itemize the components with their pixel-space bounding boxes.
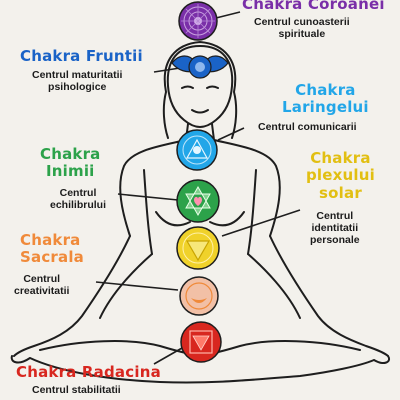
throat-description: Centrul comunicarii [258,121,357,133]
crown-chakra-icon [178,1,218,41]
heart-desc-line-1: Centrul [59,187,97,199]
third-eye-desc-line-1: Centrul maturitatii [32,69,123,81]
heart-title: Chakra Inimii [40,145,101,181]
heart-title-line-2: Inimii [46,162,95,181]
root-title: Chakra Radacina [16,363,161,381]
heart-description: Centrul echilibrului [50,187,106,211]
heart-desc-line-2: echilibrului [50,199,107,212]
sacral-title: Chakra Sacrala [20,231,85,267]
solar-title-line-2: plexului [306,166,375,185]
crown-title: Chakra Coroanei [242,0,385,13]
sacral-description: Centrul creativitatii [14,273,69,297]
torso-outline [119,139,281,255]
leader-root [153,347,183,365]
crown-desc-line-1: Centrul cunoasterii [254,16,350,28]
leader-solar [221,209,301,237]
solar-title-line-3: solar [319,183,362,202]
third-eye-description: Centrul maturitatii psihologice [32,69,122,93]
solar-desc-line-2: identitatii [311,222,359,235]
solar-description: Centrul identitatii personale [310,210,360,246]
leader-crown [215,11,241,19]
third-eye-chakra-icon [171,55,229,79]
throat-title-line-1: Chakra [295,81,356,99]
left-arm-outline [13,235,131,357]
leader-third-eye [153,67,181,73]
crown-description: Centrul cunoasterii spirituale [254,16,350,40]
legs-outline [10,253,390,384]
solar-title-line-1: Chakra [310,149,371,167]
head-outline [166,45,234,128]
solar-chakra-icon [176,226,220,270]
solar-desc-line-3: personale [310,234,360,247]
root-chakra-icon [180,321,222,363]
face-features [181,85,219,114]
sacral-title-line-2: Sacrala [20,248,85,267]
throat-title: Chakra Laringelui [282,81,369,117]
third-eye-title: Chakra Fruntii [20,47,143,65]
sacral-title-line-1: Chakra [20,231,81,249]
chest-outline [155,211,245,227]
throat-title-line-2: Laringelui [282,98,369,117]
hair-outline [162,41,238,139]
leader-throat [217,127,245,141]
sacral-desc-line-1: Centrul [23,273,61,285]
leader-heart [117,193,179,201]
body-outline [10,41,390,384]
third-eye-desc-line-2: psihologice [48,81,107,94]
throat-chakra-icon [176,129,218,171]
crown-desc-line-2: spirituale [278,28,326,41]
heart-title-line-1: Chakra [40,145,101,163]
heart-chakra-icon [176,179,220,223]
right-arm-outline [269,235,389,357]
sacral-desc-line-2: creativitatii [14,285,70,298]
root-description: Centrul stabilitatii [32,384,121,396]
solar-desc-line-1: Centrul [316,210,354,222]
solar-title: Chakra plexului solar [306,149,375,202]
leader-lines [95,11,301,365]
leader-sacral [95,281,179,291]
sacral-chakra-icon [179,276,219,316]
